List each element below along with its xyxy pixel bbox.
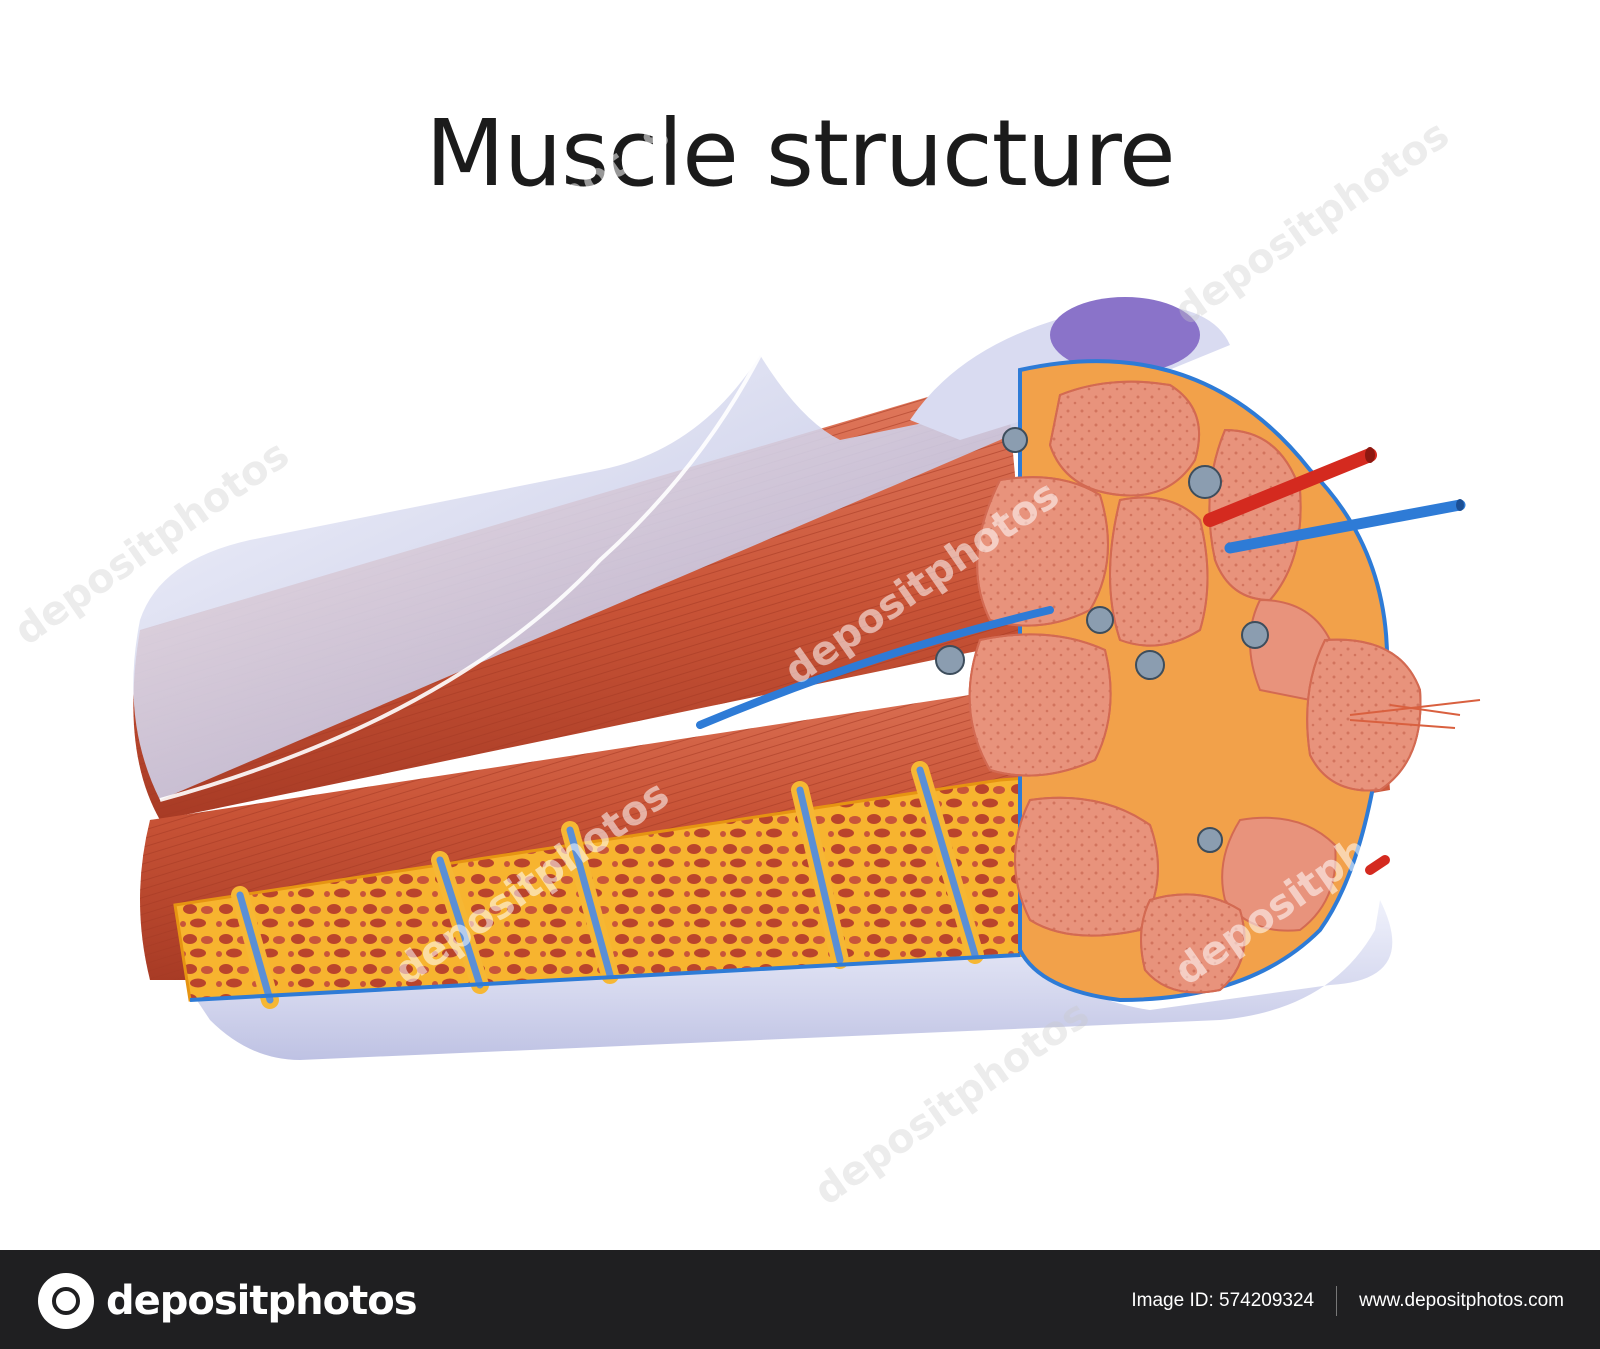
adipose-tissue-band (175, 770, 1150, 1000)
image-id: Image ID: 574209324 (1131, 1290, 1315, 1311)
brand-logo[interactable]: depositphotos (38, 1271, 418, 1331)
muscle-structure-illustration (133, 297, 1481, 1060)
vein-front (696, 606, 1054, 729)
perforating-vessels (231, 761, 984, 1009)
nerve-fibers (1349, 699, 1481, 729)
image-meta: Image ID: 574209324 www.depositphotos.co… (1131, 1286, 1564, 1316)
artery (1203, 448, 1377, 527)
epimysium-purple-lumen (1050, 297, 1200, 373)
epimysium-flap (133, 355, 1061, 800)
site-url[interactable]: www.depositphotos.com (1359, 1290, 1564, 1311)
nerve-bundles (935, 427, 1269, 853)
vein (1224, 499, 1466, 554)
page-title: Muscle structure (425, 100, 1175, 207)
divider (1336, 1286, 1338, 1316)
camera-icon (38, 1273, 94, 1329)
epimysium-sheath-bottom (190, 900, 1393, 1060)
brand-name: depositphotos (106, 1278, 418, 1324)
stock-footer-bar: depositphotos Image ID: 574209324 www.de… (0, 1250, 1600, 1349)
fascicle-cross-sections (968, 380, 1422, 994)
